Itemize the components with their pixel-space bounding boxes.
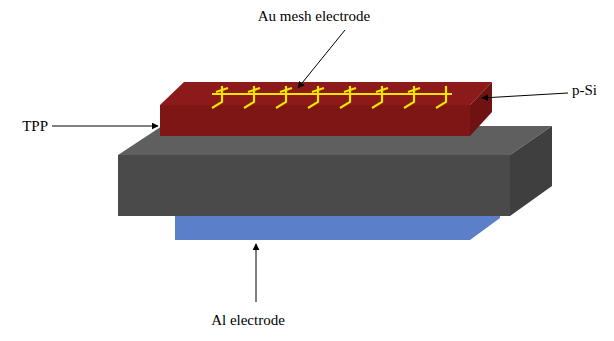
au-mesh: [212, 86, 452, 108]
layer-label: p-Si: [572, 82, 597, 99]
tpp-top: [160, 82, 492, 105]
leader-lines: [52, 30, 568, 302]
layer-label: Au mesh electrode: [258, 8, 370, 25]
layer-label: TPP: [22, 118, 48, 135]
layer-label: Al electrode: [211, 312, 285, 329]
tpp-front: [160, 105, 470, 136]
si-front: [118, 155, 510, 216]
tpp-side: [470, 82, 492, 136]
al-front: [175, 214, 470, 240]
si-side: [510, 126, 552, 216]
